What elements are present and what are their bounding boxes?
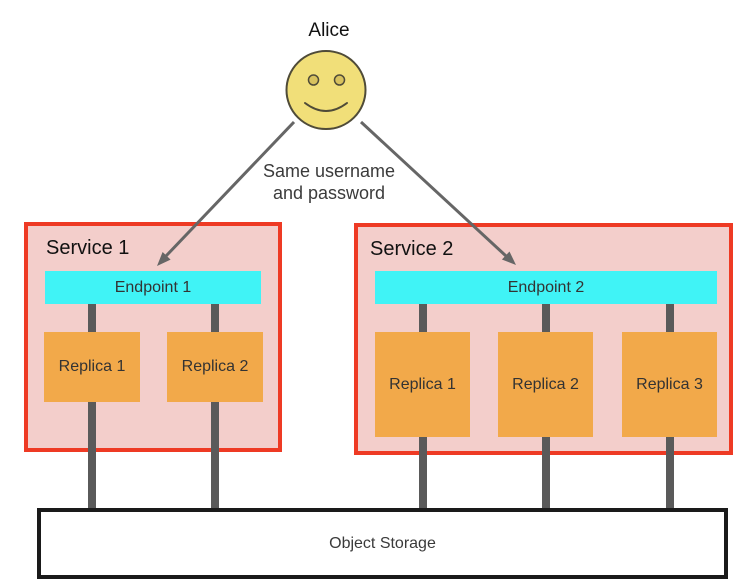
actor-name-label: Alice — [308, 20, 350, 41]
replica-label: Replica 2 — [512, 375, 579, 393]
replica-label: Replica 2 — [181, 358, 249, 375]
replica-label: Replica 1 — [58, 358, 126, 375]
auth-note-line2: and password — [272, 183, 386, 203]
replica-label: Replica 3 — [636, 375, 703, 393]
auth-note: Same username and password — [233, 160, 425, 204]
object-storage-box: Object Storage — [37, 508, 728, 579]
connector-line — [88, 302, 96, 510]
endpoint-1-label: Endpoint 1 — [114, 278, 192, 296]
replica-box: Replica 2 — [167, 332, 263, 402]
smiley-face-icon — [285, 50, 367, 130]
endpoint-2-label: Endpoint 2 — [507, 278, 585, 296]
replica-box: Replica 3 — [622, 332, 717, 437]
replica-box: Replica 2 — [498, 332, 593, 437]
object-storage-label: Object Storage — [329, 534, 436, 552]
service-2-label: Service 2 — [370, 238, 454, 260]
endpoint-2-bar: Endpoint 2 — [375, 271, 717, 304]
replica-label: Replica 1 — [389, 375, 456, 393]
replica-box: Replica 1 — [44, 332, 140, 402]
service-1-label: Service 1 — [46, 237, 130, 259]
connector-line — [211, 302, 219, 510]
endpoint-1-bar: Endpoint 1 — [45, 271, 261, 304]
auth-note-line1: Same username — [262, 161, 396, 181]
replica-box: Replica 1 — [375, 332, 470, 437]
